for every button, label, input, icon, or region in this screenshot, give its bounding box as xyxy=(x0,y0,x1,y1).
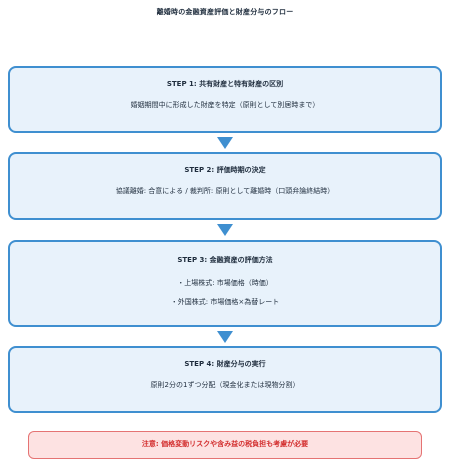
down-arrow-icon xyxy=(217,224,233,236)
step-3-bullet: ・外国株式: 市場価格×為替レート xyxy=(170,298,280,306)
down-arrow-icon xyxy=(217,331,233,343)
step-2-heading: STEP 2: 評価時期の決定 xyxy=(184,166,266,174)
step-1-description: 婚姻期間中に形成した財産を特定（原則として別居時まで） xyxy=(130,101,320,109)
diagram-title: 離婚時の金融資産評価と財産分与のフロー xyxy=(156,8,294,16)
step-4-heading: STEP 4: 財産分与の実行 xyxy=(184,360,266,368)
step-1-heading: STEP 1: 共有財産と特有財産の区別 xyxy=(166,80,284,88)
step-3-bullet-list: ・上場株式: 市場価格（時価） ・外国株式: 市場価格×為替レート xyxy=(10,274,440,312)
step-4-box: STEP 4: 財産分与の実行 原則2分の1ずつ分配（現金化または現物分割） xyxy=(8,346,442,413)
step-2-description: 協議離婚: 合意による / 裁判所: 原則として離婚時（口頭弁論終結時） xyxy=(115,187,335,195)
warning-note: 注意: 価格変動リスクや含み益の税負担も考慮が必要 xyxy=(28,431,422,459)
step-3-box: STEP 3: 金融資産の評価方法 ・上場株式: 市場価格（時価） ・外国株式:… xyxy=(8,240,442,327)
step-3-bullet: ・上場株式: 市場価格（時価） xyxy=(177,279,273,287)
down-arrow-icon xyxy=(217,137,233,149)
step-3-heading: STEP 3: 金融資産の評価方法 xyxy=(177,256,273,264)
step-4-description: 原則2分の1ずつ分配（現金化または現物分割） xyxy=(150,381,300,389)
step-2-box: STEP 2: 評価時期の決定 協議離婚: 合意による / 裁判所: 原則として… xyxy=(8,152,442,220)
step-1-box: STEP 1: 共有財産と特有財産の区別 婚姻期間中に形成した財産を特定（原則と… xyxy=(8,66,442,133)
